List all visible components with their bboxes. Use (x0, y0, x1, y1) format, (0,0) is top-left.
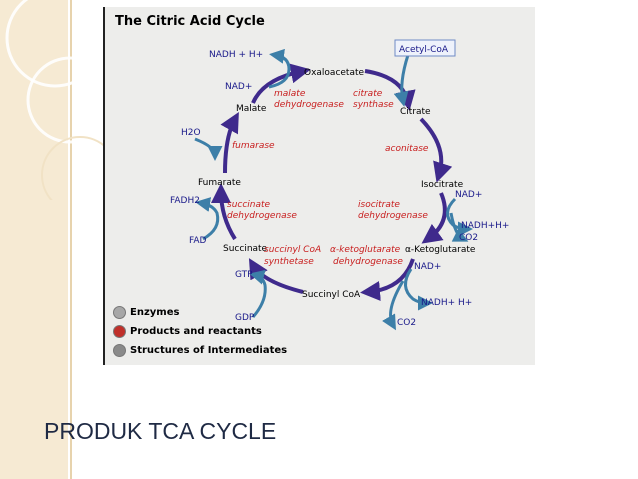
gdp-label: GDP (235, 313, 255, 323)
legend: Enzymes Products and reactants Structure… (113, 303, 287, 360)
enzyme-isocitrate-dehydrogenase-1: isocitrate (358, 200, 400, 210)
nad-iso-label: NAD+ (455, 190, 482, 200)
cycle-arrows (211, 63, 453, 301)
h2o-label: H2O (181, 128, 201, 138)
nadh-h-akg-label: NADH+ H+ (421, 298, 472, 308)
co2-iso-label: CO2 (459, 233, 478, 243)
enzyme-aconitase: aconitase (385, 144, 429, 154)
diagram-title: The Citric Acid Cycle (115, 14, 265, 29)
arrow-citrate-to-isocitrate (419, 117, 453, 183)
arrow-ketoglutarate-to-succinylcoa (360, 258, 415, 301)
arrow-co2-out-iso (449, 212, 469, 242)
ketoglutarate-label: α-Ketoglutarate (405, 245, 476, 255)
arrow-isocitrate-to-ketoglutarate (421, 192, 447, 244)
acetyl-coa-label: Acetyl-CoA (399, 45, 449, 55)
legend-dot-darkgray-icon (113, 344, 126, 357)
arrow-nad-to-nadh-top (268, 48, 291, 89)
enzyme-akg-dehydrogenase-1: α-ketoglutarate (330, 245, 401, 255)
fad-label: FAD (189, 236, 207, 246)
gtp-label: GTP (235, 270, 253, 280)
succinyl-coa-label: Succinyl CoA (302, 290, 361, 300)
legend-item-products-reactants: Products and reactants (113, 322, 287, 341)
legend-dot-gray-icon (113, 306, 126, 319)
enzyme-malate-dehydrogenase-1: malate (274, 89, 306, 99)
enzyme-isocitrate-dehydrogenase-2: dehydrogenase (358, 211, 428, 221)
acetyl-coa-box: Acetyl-CoA (394, 39, 456, 57)
nad-akg-label: NAD+ (414, 262, 441, 272)
fadh2-label: FADH2 (170, 196, 200, 206)
fumarate-label: Fumarate (198, 178, 241, 188)
arrow-succinate-to-fumarate (211, 183, 237, 241)
enzyme-citrate-synthase-2: synthase (353, 100, 394, 110)
malate-label: Malate (236, 104, 267, 114)
arrow-succinylcoa-to-succinate (248, 258, 304, 294)
side-arrows (194, 48, 473, 331)
enzyme-fumarase: fumarase (232, 141, 275, 151)
legend-dot-red-icon (113, 325, 126, 338)
enzyme-succinate-dehydrogenase-2: dehydrogenase (227, 211, 297, 221)
arrow-malate-to-oxaloacetate (251, 63, 311, 104)
enzyme-akg-dehydrogenase-2: dehydrogenase (333, 257, 403, 267)
isocitrate-label: Isocitrate (421, 180, 464, 190)
cycle-graphic: Acetyl-CoA Oxaloacetate Citrate Isocitra… (170, 39, 509, 331)
nadh-h-top-label: NADH + H+ (209, 50, 263, 60)
arrow-fad-to-fadh2 (195, 197, 220, 241)
legend-item-enzymes: Enzymes (113, 303, 287, 322)
arrow-acetylcoa-in (393, 54, 410, 107)
slide-title: PRODUK TCA CYCLE (44, 418, 277, 444)
enzyme-succinate-dehydrogenase-1: succinate (227, 200, 271, 210)
nadh-h-iso-label: NADH+H+ (461, 221, 509, 231)
citrate-label: Citrate (400, 107, 431, 117)
co2-akg-label: CO2 (397, 318, 416, 328)
enzyme-succinyl-coa-synthetase-1: succinyl CoA (264, 245, 321, 255)
citric-acid-cycle-diagram: The Citric Acid Cycle (103, 7, 535, 365)
arrow-nad-to-nadh-akg (404, 268, 433, 311)
nad-top-label: NAD+ (225, 82, 252, 92)
decor-circles (5, 0, 110, 200)
enzyme-succinyl-coa-synthetase-2: synthetase (264, 257, 314, 267)
succinate-label: Succinate (223, 244, 268, 254)
left-decor-line (70, 0, 72, 479)
arrow-h2o-in (194, 137, 223, 161)
oxaloacetate-label: Oxaloacetate (304, 68, 365, 78)
arrow-co2-out-akg (382, 280, 405, 331)
legend-item-structures: Structures of Intermediates (113, 341, 287, 360)
arrow-gdp-to-gtp (249, 269, 267, 318)
arrow-fumarate-to-malate (220, 112, 239, 174)
enzyme-citrate-synthase-1: citrate (353, 89, 383, 99)
enzyme-malate-dehydrogenase-2: dehydrogenase (274, 100, 344, 110)
